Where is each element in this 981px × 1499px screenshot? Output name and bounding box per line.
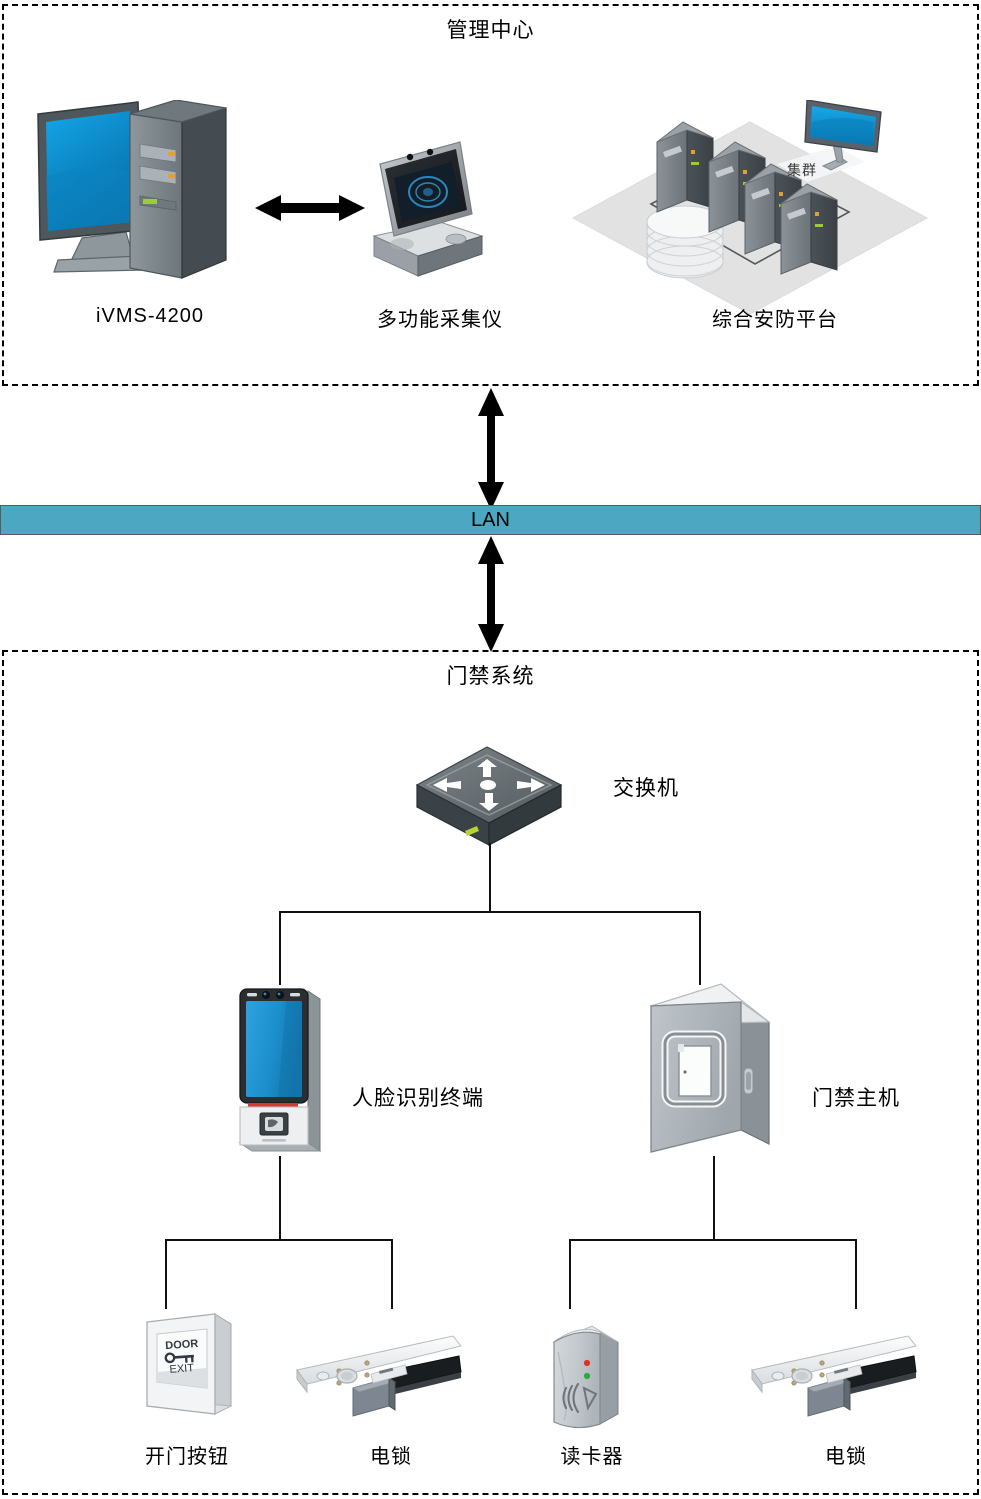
label-face-recognition-terminal: 人脸识别终端: [352, 1087, 484, 1110]
link-controller-bus: [569, 1239, 857, 1241]
server-cluster-icon: [565, 100, 935, 330]
zone-management-center-title: 管理中心: [446, 19, 535, 42]
link-bus-to-controller: [699, 911, 701, 985]
label-ivms-workstation: iVMS-4200: [96, 305, 204, 327]
desktop-computer-icon: [30, 100, 260, 290]
link-terminal-stem: [279, 1156, 281, 1241]
label-door-exit-button: 开门按钮: [145, 1446, 229, 1468]
link-ivms-to-collector-arrow: [255, 192, 365, 229]
tablet-collector-icon: [368, 140, 488, 290]
label-multifunction-collector: 多功能采集仪: [377, 309, 503, 331]
link-bus-to-card-reader: [569, 1239, 571, 1309]
link-lan-to-access-arrow: [476, 536, 506, 657]
link-bus-to-lock-right: [855, 1239, 857, 1309]
link-controller-stem: [713, 1156, 715, 1241]
zone-access-control-system-title: 门禁系统: [446, 665, 535, 688]
link-bus-to-lock-left: [391, 1239, 393, 1309]
label-security-platform: 综合安防平台: [712, 309, 838, 331]
door-exit-button-icon: DOOR EXIT: [133, 1310, 241, 1420]
label-electric-lock-left: 电锁: [370, 1446, 412, 1468]
link-bus-to-terminal: [279, 911, 281, 985]
lan-bar-label: LAN: [471, 508, 510, 531]
link-center-to-lan-arrow: [476, 388, 506, 515]
link-switch-bus: [279, 911, 701, 913]
zone-management-center: [2, 4, 979, 386]
electric-lock-icon-right: [748, 1332, 918, 1420]
link-switch-stem: [489, 843, 491, 913]
door-exit-button-text-bottom: EXIT: [169, 1362, 195, 1376]
link-terminal-bus: [165, 1239, 393, 1241]
face-terminal-icon: [234, 983, 326, 1158]
label-cluster-inner: 集群: [787, 162, 817, 178]
network-switch-icon: [415, 745, 565, 850]
label-access-controller: 门禁主机: [812, 1087, 900, 1110]
zone-access-control-system: [2, 650, 979, 1495]
electric-lock-icon-left: [293, 1332, 463, 1420]
control-cabinet-icon: [645, 980, 775, 1160]
label-electric-lock-right: 电锁: [825, 1446, 867, 1468]
label-card-reader: 读卡器: [560, 1446, 624, 1468]
link-bus-to-exit-button: [165, 1239, 167, 1309]
label-network-switch: 交换机: [613, 777, 679, 800]
door-exit-button-text-top: DOOR: [165, 1338, 199, 1352]
lan-bar: LAN: [0, 505, 981, 535]
card-reader-icon: [544, 1322, 630, 1434]
